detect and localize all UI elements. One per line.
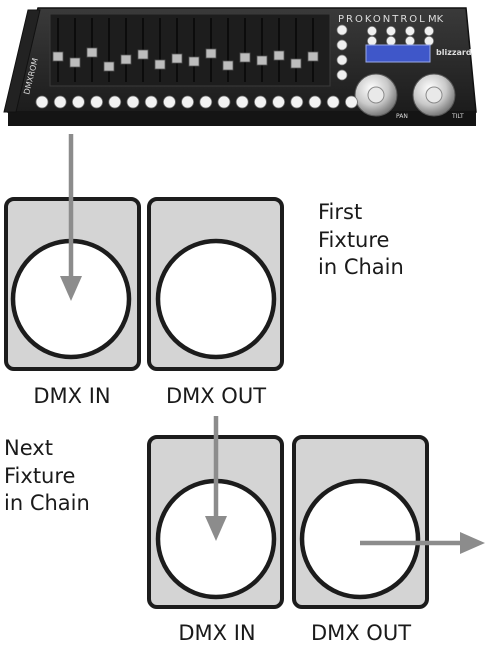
control-button[interactable] [424,26,434,36]
top-button-group [367,26,434,46]
tilt-knob-cap [425,86,443,104]
fader-track [244,18,246,82]
control-button[interactable] [405,26,415,36]
next-fixture-caption-line1: Next [4,436,53,460]
arrowhead-right-icon [460,532,485,554]
next-fixture-caption: Next Fixture in Chain [4,436,90,515]
brand-logo: blizzard [436,48,472,57]
arrowhead-down-icon [205,516,227,541]
fader-cap[interactable] [171,53,183,64]
next-fixture-caption-line3: in Chain [4,491,90,515]
scene-button[interactable] [199,95,213,109]
control-button[interactable] [367,36,377,46]
fader-track [227,18,229,82]
fader-cap[interactable] [273,50,285,61]
scene-button-row [35,95,358,109]
function-button[interactable] [336,39,348,51]
fader-track [278,18,280,82]
fader-track [108,18,110,82]
pan-knob-cap [367,86,385,104]
control-button[interactable] [367,26,377,36]
scene-button[interactable] [126,95,140,109]
fader-cap[interactable] [86,47,98,58]
fader-track [125,18,127,82]
fader-cap[interactable] [69,57,81,68]
fader-cap[interactable] [120,54,132,65]
next-dmx-out-label: DMX OUT [311,621,411,645]
fader-cap[interactable] [103,61,115,72]
fader-track [193,18,195,82]
scene-button[interactable] [90,95,103,109]
scene-button[interactable] [217,95,231,109]
scene-button[interactable] [344,95,358,109]
fader-cap[interactable] [154,59,166,70]
dmx-controller: DMXROM PROKONTROL MK blizzard PAN TILT [3,7,477,126]
fader-track [312,18,314,82]
scene-button[interactable] [53,95,67,109]
signal-arrow-next-out [360,532,485,554]
side-button-group [336,24,348,81]
first-fixture-caption-line1: First [318,200,362,224]
fader-cap[interactable] [290,58,302,69]
scene-button[interactable] [72,95,85,109]
fader-cap[interactable] [256,55,268,66]
scene-button[interactable] [144,95,158,109]
fader-cap[interactable] [239,52,251,63]
fader-track [261,18,263,82]
scene-button[interactable] [308,95,322,109]
first-fixture: DMX IN DMX OUT [4,197,284,408]
controller-rack-ear [3,9,41,113]
scene-button[interactable] [253,95,267,109]
fader-track [176,18,178,82]
brand-text: PROKONTROL [338,14,427,25]
scene-button[interactable] [272,95,286,109]
first-fixture-caption: First Fixture in Chain [318,200,404,279]
lcd-display [365,44,431,63]
function-button[interactable] [336,54,348,66]
fader-cap[interactable] [188,56,200,67]
fader-track [295,18,297,82]
control-button[interactable] [386,26,396,36]
scene-button[interactable] [108,95,122,109]
function-button[interactable] [336,24,348,36]
fader-cap[interactable] [137,49,149,60]
signal-arrow-first-to-next [205,416,227,541]
scene-button[interactable] [162,95,176,109]
first-dmx-out-label: DMX OUT [166,384,266,408]
next-dmx-out-socket [299,478,421,600]
first-fixture-caption-line2: Fixture [318,228,389,252]
fader-cap[interactable] [307,51,319,62]
control-button[interactable] [386,36,396,46]
first-dmx-out-socket [155,238,277,360]
function-button[interactable] [336,69,348,81]
signal-arrow-controller-to-first [60,134,82,301]
scene-button[interactable] [290,95,304,109]
controller-front-edge [8,112,476,126]
first-fixture-caption-line3: in Chain [318,255,404,279]
model-text: MK [428,14,444,25]
fader-track [74,18,76,82]
control-button[interactable] [424,36,434,46]
scene-button[interactable] [35,95,49,109]
next-dmx-in-label: DMX IN [178,621,255,645]
fader-cap[interactable] [52,51,64,62]
first-dmx-in-label: DMX IN [33,384,110,408]
arrowhead-down-icon [60,276,82,301]
tilt-label: TILT [451,113,464,120]
fader-track [57,18,59,82]
fader-cap[interactable] [205,48,217,59]
next-fixture-caption-line2: Fixture [4,464,75,488]
scene-button[interactable] [326,95,340,109]
control-button[interactable] [405,36,415,46]
fader-track [159,18,161,82]
fader-group [52,18,319,82]
pan-label: PAN [396,113,408,120]
fader-cap[interactable] [222,60,234,71]
scene-button[interactable] [181,95,195,109]
scene-button[interactable] [235,95,249,109]
